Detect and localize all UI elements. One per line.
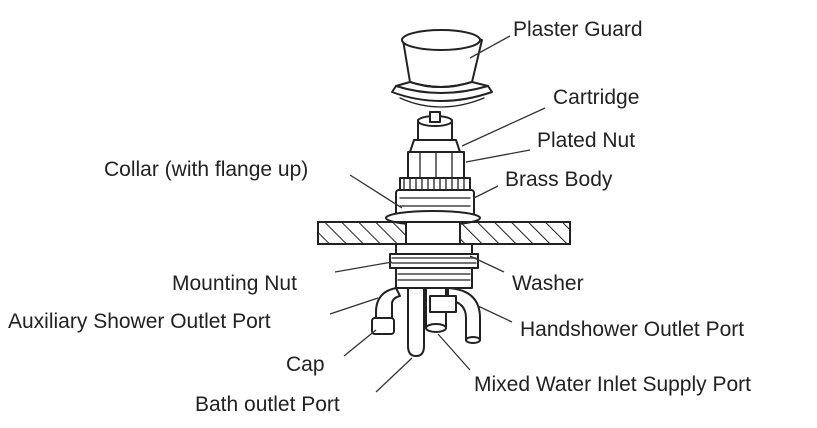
label-mixed-water-port: Mixed Water Inlet Supply Port bbox=[474, 373, 751, 396]
label-handshower-port: Handshower Outlet Port bbox=[520, 318, 745, 341]
brass-body-part bbox=[395, 189, 475, 217]
wall-section bbox=[317, 221, 571, 245]
label-washer: Washer bbox=[512, 272, 584, 295]
ports-part bbox=[371, 287, 481, 357]
label-bath-outlet-port: Bath outlet Port bbox=[195, 393, 340, 416]
cartridge-part bbox=[409, 111, 461, 153]
label-collar: Collar (with flange up) bbox=[104, 158, 309, 181]
label-brass-body: Brass Body bbox=[505, 168, 613, 191]
leader-aux-shower bbox=[329, 297, 379, 315]
leader-mounting-nut bbox=[334, 261, 393, 273]
knurled-ring-part bbox=[399, 177, 471, 191]
label-mounting-nut: Mounting Nut bbox=[172, 272, 297, 295]
label-aux-shower-port: Auxiliary Shower Outlet Port bbox=[8, 310, 271, 333]
label-cartridge: Cartridge bbox=[553, 86, 640, 109]
plaster-guard-part bbox=[391, 29, 493, 108]
leader-bath-outlet bbox=[375, 357, 413, 393]
label-plated-nut: Plated Nut bbox=[537, 129, 636, 152]
threaded-section bbox=[389, 243, 479, 289]
leader-cap bbox=[343, 329, 377, 357]
plated-nut-part bbox=[407, 151, 465, 179]
leader-collar bbox=[349, 174, 403, 209]
leader-cartridge bbox=[461, 107, 546, 147]
leader-plated-nut bbox=[465, 149, 531, 163]
leader-washer bbox=[469, 255, 505, 273]
label-plaster-guard: Plaster Guard bbox=[513, 18, 643, 41]
label-cap: Cap bbox=[286, 353, 325, 376]
leader-plaster-guard bbox=[469, 35, 511, 59]
leader-handshower bbox=[477, 305, 513, 323]
leader-mixed-water bbox=[437, 333, 471, 371]
leader-lines bbox=[329, 35, 546, 393]
leader-brass-body bbox=[473, 185, 499, 199]
